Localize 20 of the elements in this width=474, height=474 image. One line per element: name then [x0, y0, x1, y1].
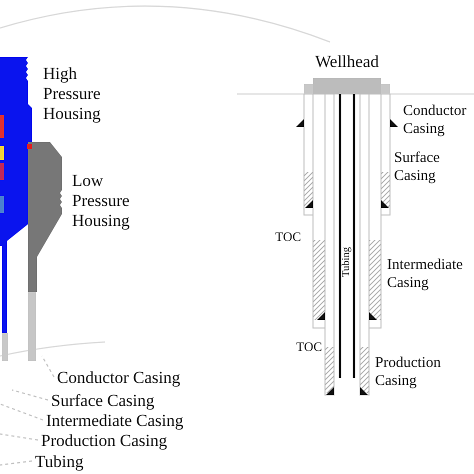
tubing-label: Tubing	[342, 247, 352, 277]
toc-label: TOC	[275, 229, 301, 244]
casing-label: Tubing	[35, 452, 84, 470]
casing-label: Intermediate Casing	[387, 257, 463, 292]
part-label: Low Pressure Housing	[72, 171, 130, 232]
leader-line	[0, 433, 38, 441]
casing-label: Conductor Casing	[57, 368, 180, 386]
leader-line	[12, 389, 48, 401]
part-label: Wellhead	[315, 52, 379, 72]
toc-label: TOC	[296, 339, 322, 354]
casing-label: Surface Casing	[394, 150, 440, 186]
casing-label: Production Casing	[375, 355, 441, 390]
leader-line	[0, 460, 32, 466]
casing-label: Production Casing	[41, 432, 168, 448]
leader-line	[0, 403, 44, 421]
part-label: High Pressure Housing	[43, 64, 101, 124]
casing-label: Conductor Casing	[403, 103, 466, 138]
casing-label: Intermediate Casing	[46, 412, 184, 428]
casing-label: Surface Casing	[51, 392, 154, 408]
leader-line	[41, 356, 55, 378]
